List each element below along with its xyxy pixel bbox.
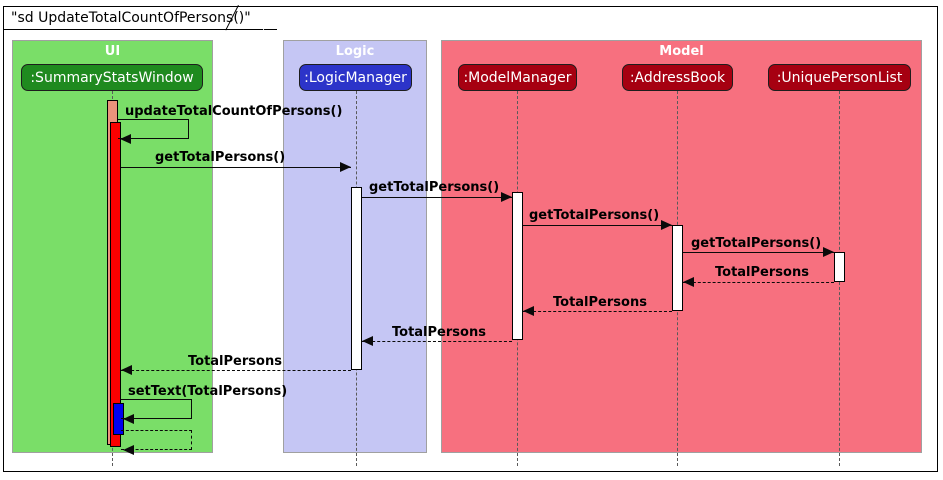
message-label-msg-get-total-persons-logic-model: getTotalPersons() xyxy=(369,180,500,195)
activation-window-inner xyxy=(110,122,121,447)
message-arrowhead-msg-return-logic-ui xyxy=(121,365,132,375)
message-line-msg-get-total-persons-ab-upl xyxy=(683,252,834,253)
package-title-model: Model xyxy=(659,44,704,59)
activation-model-manager xyxy=(512,192,523,340)
activation-address-book xyxy=(672,225,683,311)
package-title-ui: UI xyxy=(104,44,121,59)
participant-unique-person-list[interactable]: :UniquePersonList xyxy=(768,64,911,91)
message-arrowhead-msg-update-total-count xyxy=(120,134,131,144)
participant-address-book[interactable]: :AddressBook xyxy=(622,64,733,91)
diagram-frame-title: "sd UpdateTotalCountOfPersons()" xyxy=(3,6,277,31)
message-arrowhead-msg-return-ab-model xyxy=(523,306,534,316)
participant-label-summary-stats-window: :SummaryStatsWindow xyxy=(30,69,194,86)
message-arrowhead-msg-get-total-persons-logic-model xyxy=(501,192,512,202)
message-label-msg-return-model-logic: TotalPersons xyxy=(392,325,486,340)
package-title-logic: Logic xyxy=(335,44,375,59)
message-label-msg-get-total-persons-ab-upl: getTotalPersons() xyxy=(691,236,822,251)
message-line-msg-get-total-persons-model-ab xyxy=(523,225,672,226)
message-arrowhead-msg-return-upl-ab xyxy=(683,277,694,287)
message-line-msg-get-total-persons-logic-model xyxy=(362,197,512,198)
participant-label-address-book: :AddressBook xyxy=(629,69,726,86)
activation-unique-person-list xyxy=(834,252,845,282)
participant-logic-manager[interactable]: :LogicManager xyxy=(299,64,412,91)
diagram-frame xyxy=(3,6,938,472)
message-label-msg-get-total-persons-ui-logic: getTotalPersons() xyxy=(155,150,286,165)
participant-label-model-manager: :ModelManager xyxy=(463,69,572,86)
message-label-msg-return-ab-model: TotalPersons xyxy=(553,295,647,310)
message-label-msg-return-upl-ab: TotalPersons xyxy=(715,265,809,280)
message-line-msg-get-total-persons-ui-logic xyxy=(121,167,351,168)
message-selfloop-msg-update-total-count xyxy=(118,119,189,139)
message-line-msg-return-upl-ab xyxy=(683,282,834,283)
message-arrowhead-msg-set-text xyxy=(123,414,134,424)
message-line-msg-return-logic-ui xyxy=(121,370,351,371)
participant-label-unique-person-list: :UniquePersonList xyxy=(776,69,903,86)
diagram-frame-title-text: "sd UpdateTotalCountOfPersons()" xyxy=(11,10,251,26)
activation-logic-manager xyxy=(351,187,362,370)
message-line-msg-return-model-logic xyxy=(362,341,512,342)
participant-model-manager[interactable]: :ModelManager xyxy=(458,64,577,91)
message-label-msg-update-total-count: updateTotalCountOfPersons() xyxy=(125,104,343,119)
frame-tab-corner xyxy=(262,7,277,31)
message-arrowhead-msg-get-total-persons-ui-logic xyxy=(340,162,351,172)
message-selfloop-msg-return-settext xyxy=(121,430,192,450)
participant-summary-stats-window[interactable]: :SummaryStatsWindow xyxy=(21,64,203,91)
participant-label-logic-manager: :LogicManager xyxy=(304,69,407,86)
message-line-msg-return-ab-model xyxy=(523,311,672,312)
message-arrowhead-msg-get-total-persons-ab-upl xyxy=(823,247,834,257)
message-label-msg-set-text: setText(TotalPersons) xyxy=(128,384,288,399)
message-label-msg-get-total-persons-model-ab: getTotalPersons() xyxy=(529,208,660,223)
message-label-msg-return-logic-ui: TotalPersons xyxy=(188,354,282,369)
message-arrowhead-msg-return-model-logic xyxy=(362,336,373,346)
message-arrowhead-msg-get-total-persons-model-ab xyxy=(661,220,672,230)
message-arrowhead-msg-return-settext xyxy=(123,445,134,455)
message-selfloop-msg-set-text xyxy=(121,399,192,419)
